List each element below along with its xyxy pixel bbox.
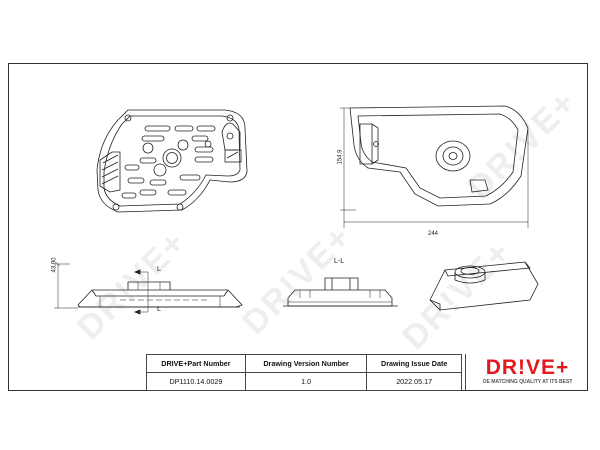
title-block-header-row: DRIVE+Part Number Drawing Version Number… [146,354,462,373]
dimension-height-label: 154.9 [337,149,344,165]
issue-date-value: 2022.05.17 [366,372,462,391]
filter-top-view [340,105,529,228]
dimension-width-label: 244 [428,231,439,237]
part-number-header: DRIVE+Part Number [146,354,246,373]
version-value: 1.0 [244,372,368,391]
section-view [283,277,398,307]
issue-date-header: Drawing Issue Date [366,354,462,373]
brand-logo: DR!VE+ [485,356,570,379]
filter-side-view [54,261,243,315]
isometric-view [429,261,539,311]
part-number-value: DP1110.14.0029 [146,372,246,391]
dimension-thickness-label: 43.90 [51,257,58,273]
brand-slogan: OE MATCHING QUALITY AT ITS BEST [482,379,573,385]
cut-marker-label: L [157,306,161,313]
section-label: L-L [334,258,345,265]
title-block-value-row: DP1110.14.0029 1.0 2022.05.17 [146,372,462,391]
cut-marker-label: L [157,266,161,273]
filter-bottom-view [96,109,248,213]
version-header: Drawing Version Number [244,354,368,373]
brand-block: DR!VE+ OE MATCHING QUALITY AT ITS BEST [465,354,588,391]
title-block: DRIVE+Part Number Drawing Version Number… [146,354,462,391]
drawing-frame [8,63,588,391]
